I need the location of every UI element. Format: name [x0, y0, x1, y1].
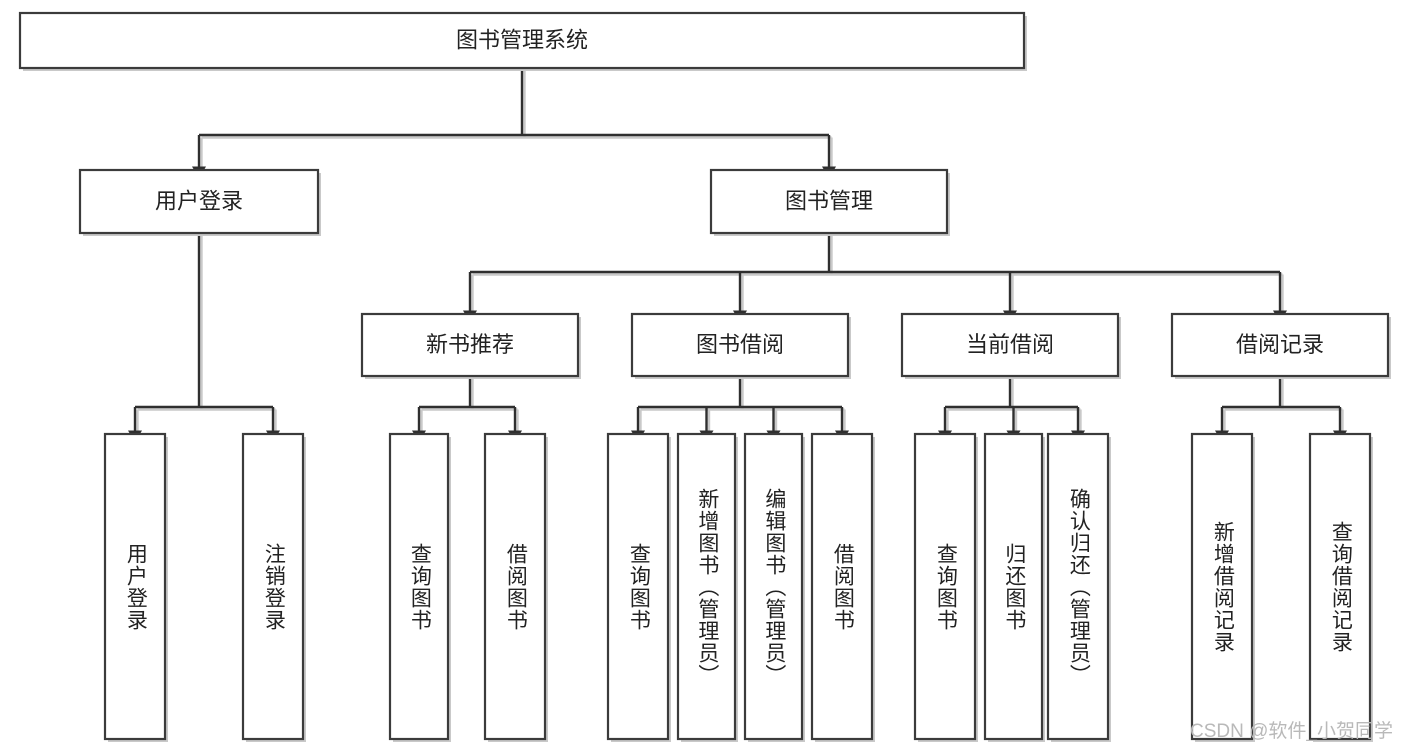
label-level3-2: 当前借阅: [966, 332, 1054, 357]
label-level2-1: 图书管理: [785, 188, 873, 213]
label-root: 图书管理系统: [456, 27, 588, 52]
node-leaf-7[interactable]: [810, 432, 874, 741]
node-root-图书管理系统[interactable]: [18, 11, 1026, 70]
node-leaf-9[interactable]: [983, 432, 1044, 741]
connector-edges: [128, 68, 1347, 443]
node-leaf-11[interactable]: [1190, 432, 1254, 741]
node-boxes: [18, 11, 1391, 742]
node-leaf-5[interactable]: [676, 432, 737, 741]
node-level3-3[interactable]: [1170, 312, 1390, 378]
node-level3-1[interactable]: [630, 312, 850, 378]
node-leaf-0[interactable]: [103, 432, 167, 741]
label-level3-3: 借阅记录: [1236, 332, 1324, 357]
node-leaf-1[interactable]: [241, 432, 305, 741]
label-level2-0: 用户登录: [155, 188, 243, 213]
node-leaf-12[interactable]: [1308, 432, 1372, 741]
node-level3-0[interactable]: [360, 312, 580, 378]
node-level2-1[interactable]: [709, 168, 949, 235]
node-leaf-4[interactable]: [606, 432, 670, 741]
node-leaf-6[interactable]: [743, 432, 804, 741]
label-level3-0: 新书推荐: [426, 332, 514, 357]
label-level3-1: 图书借阅: [696, 332, 784, 357]
node-leaf-8[interactable]: [913, 432, 977, 741]
watermark-text: CSDN @软件_小贺同学: [1190, 721, 1393, 742]
node-level2-0[interactable]: [78, 168, 320, 235]
node-level3-2[interactable]: [900, 312, 1120, 378]
node-leaf-2[interactable]: [388, 432, 450, 741]
node-leaf-10[interactable]: [1046, 432, 1110, 741]
node-leaf-3[interactable]: [483, 432, 547, 741]
